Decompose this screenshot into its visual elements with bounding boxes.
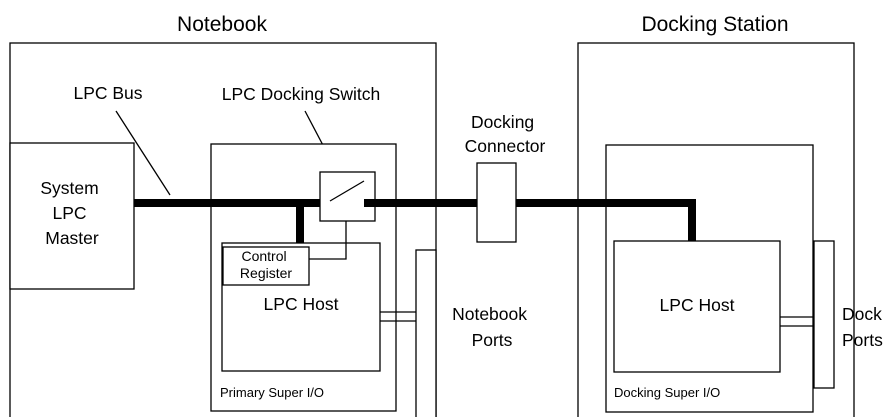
lpc-bus-pointer [115,110,171,196]
dock-ports-box [813,240,835,389]
notebook-ports-box [415,249,437,417]
control-register-label: Control Register [240,248,292,281]
docking-switch-label: LPC Docking Switch [222,84,381,104]
docking-super-io-label: Docking Super I/O [614,385,720,400]
docking-switch-box [319,171,376,222]
system-lpc-master-label: System LPC Master [40,178,103,248]
docking-switch-lever [329,180,365,202]
notebook-title: Notebook [177,13,267,36]
system-lpc-master-box [9,142,135,290]
dock-ports-label: Dock Ports [842,304,887,350]
docking-lpc-host-label: LPC Host [660,295,735,315]
control-register-box [222,246,310,286]
primary-super-io-label: Primary Super I/O [220,385,324,400]
docking-connector-box [476,162,517,243]
control-register-link [309,221,347,260]
notebook-ports-label: Notebook Ports [452,304,532,350]
lpc-bus-connector-to-dock [516,199,696,241]
lpc-bus-label: LPC Bus [73,83,142,103]
docking-station-title: Docking Station [641,13,788,36]
docking-connector-label: Docking Connector [465,112,546,156]
notebook-lpc-host-label: LPC Host [264,294,339,314]
docking-lpc-host-box [613,240,781,373]
